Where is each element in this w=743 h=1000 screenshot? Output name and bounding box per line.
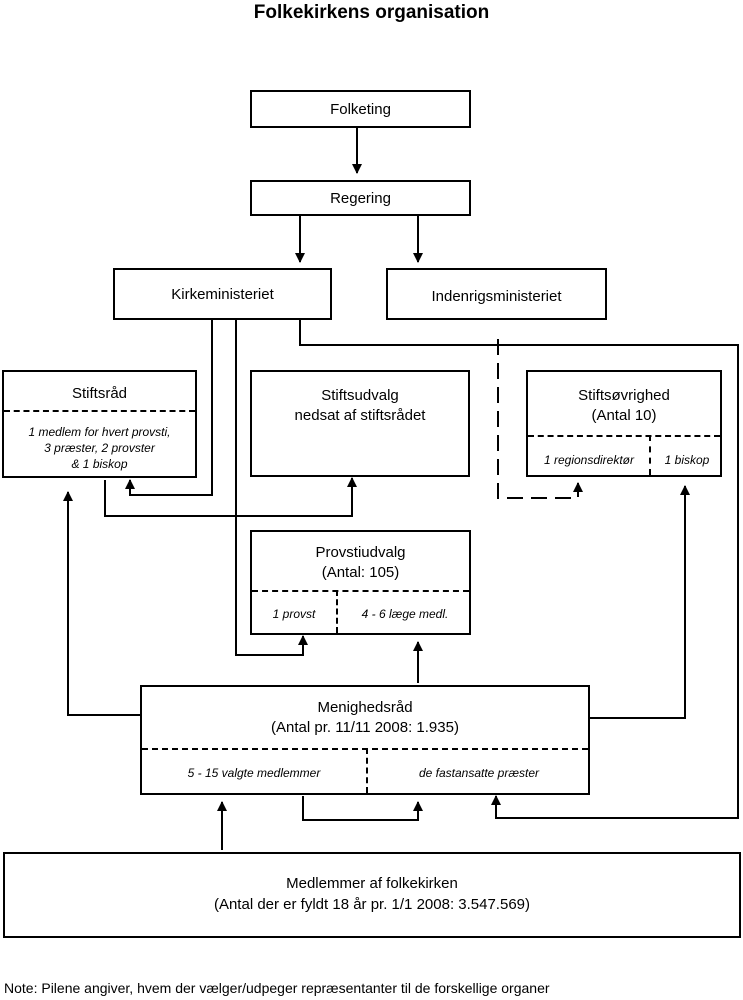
arrow-menighedsraad-biskop xyxy=(590,485,690,719)
menighedsraad-count: (Antal pr. 11/11 2008: 1.935) xyxy=(271,719,459,736)
stiftsovrighed-label: Stiftsøvrighed xyxy=(578,387,670,404)
stiftsovrighed-right: 1 biskop xyxy=(664,453,710,467)
medlemmer-box: Medlemmer af folkekirken (Antal der er f… xyxy=(3,852,741,938)
kirkeministeriet-box: Kirkeministeriet xyxy=(113,268,332,320)
indenrigsministeriet-box: Indenrigsministeriet xyxy=(386,268,607,320)
regering-label: Regering xyxy=(330,190,391,207)
provstiudvalg-right: 4 - 6 læge medl. xyxy=(361,607,449,621)
menighedsraad-box: Menighedsråd (Antal pr. 11/11 2008: 1.93… xyxy=(140,685,590,795)
stiftsovrighed-divider xyxy=(528,435,720,437)
stiftsudvalg-box: Stiftsudvalg nedsat af stiftsrådet xyxy=(250,370,470,477)
provstiudvalg-vdivider xyxy=(336,590,338,633)
arrow-stiftsraad-stiftsudvalg xyxy=(104,477,357,517)
stiftsraad-box: Stiftsråd 1 medlem for hvert provsti, 3 … xyxy=(2,370,197,478)
provstiudvalg-box: Provstiudvalg (Antal: 105) 1 provst 4 - … xyxy=(250,530,471,635)
menighedsraad-left: 5 - 15 valgte medlemmer xyxy=(187,766,321,780)
arrow-indenrigsministeriet-stiftsovrighed xyxy=(497,339,583,499)
stiftsovrighed-left: 1 regionsdirektør xyxy=(543,453,635,467)
provstiudvalg-left: 1 provst xyxy=(272,607,316,621)
menighedsraad-label: Menighedsråd xyxy=(317,699,413,716)
stiftsraad-divider xyxy=(4,410,195,412)
arrow-valgte-praester xyxy=(302,796,423,821)
menighedsraad-right: de fastansatte præster xyxy=(418,766,540,780)
stiftsudvalg-label-1: Stiftsudvalg xyxy=(321,387,399,404)
arrow-kirkeministeriet-provst xyxy=(235,319,308,656)
medlemmer-label: Medlemmer af folkekirken xyxy=(286,875,458,892)
stiftsovrighed-vdivider xyxy=(649,435,651,475)
stiftsovrighed-box: Stiftsøvrighed (Antal 10) 1 regionsdirek… xyxy=(526,370,722,477)
diagram-title: Folkekirkens organisation xyxy=(253,2,490,23)
provstiudvalg-divider xyxy=(252,590,469,592)
stiftsudvalg-label-2: nedsat af stiftsrådet xyxy=(294,407,426,424)
arrow-menighedsraad-stiftsraad xyxy=(63,491,140,716)
provstiudvalg-count: (Antal: 105) xyxy=(321,564,400,581)
stiftsovrighed-count: (Antal 10) xyxy=(591,407,657,424)
kirkeministeriet-label: Kirkeministeriet xyxy=(171,286,274,303)
medlemmer-count: (Antal der er fyldt 18 år pr. 1/1 2008: … xyxy=(213,896,531,913)
folketing-label: Folketing xyxy=(330,101,391,118)
menighedsraad-divider xyxy=(142,748,588,750)
stiftsraad-members-2: 3 præster, 2 provster xyxy=(44,441,155,455)
footnote: Note: Pilene angiver, hvem der vælger/ud… xyxy=(4,980,550,996)
arrow-kirkeministeriet-stiftsraad xyxy=(125,319,213,496)
indenrigsministeriet-label: Indenrigsministeriet xyxy=(431,288,562,305)
stiftsraad-members-1: 1 medlem for hvert provsti, xyxy=(28,425,171,439)
provstiudvalg-label: Provstiudvalg xyxy=(315,544,406,561)
menighedsraad-vdivider xyxy=(366,748,368,793)
stiftsraad-members-3: & 1 biskop xyxy=(71,457,128,471)
regering-box: Regering xyxy=(250,180,471,216)
stiftsraad-label: Stiftsråd xyxy=(71,385,128,402)
arrow-kirkeministeriet-praester xyxy=(299,319,739,819)
folketing-box: Folketing xyxy=(250,90,471,128)
